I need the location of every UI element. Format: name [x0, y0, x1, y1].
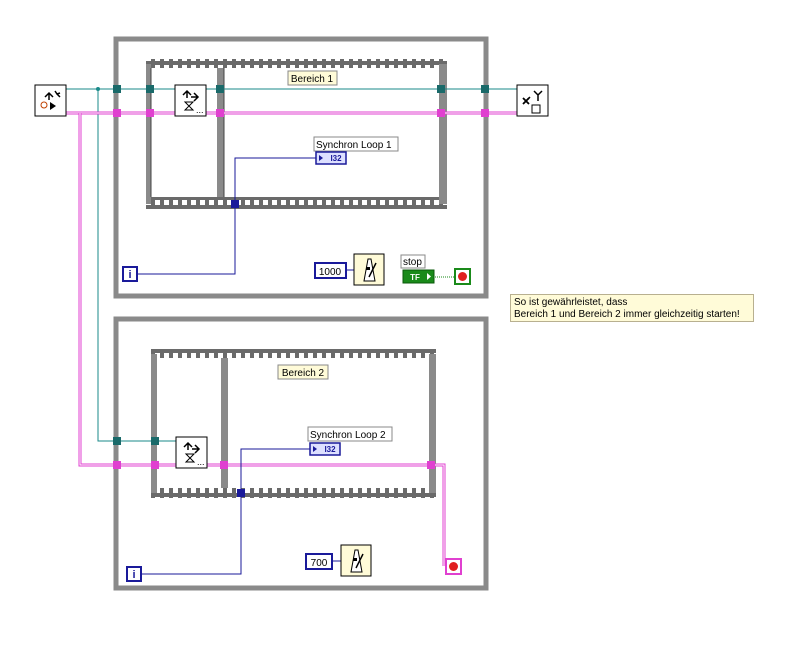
indicator-label: Synchron Loop 1	[316, 140, 392, 151]
stop-type: TF	[410, 273, 420, 282]
frame-label-text: Bereich 1	[291, 74, 334, 85]
iteration-terminal-1: i	[122, 266, 138, 282]
tunnels	[113, 85, 489, 497]
constant-value: 700	[311, 558, 328, 569]
indicator-synchron-loop-1[interactable]: Synchron Loop 1 I32	[313, 136, 399, 165]
wait-at-rendezvous-icon[interactable]: ...	[175, 436, 208, 469]
destroy-rendezvous-icon[interactable]	[516, 84, 549, 117]
indicator-synchron-loop-2[interactable]: Synchron Loop 2 I32	[307, 426, 393, 456]
iteration-terminal-2: i	[126, 566, 142, 582]
indicator-type: I32	[324, 445, 336, 454]
stop-label: stop	[403, 257, 422, 268]
error-terminal-icon[interactable]	[445, 558, 462, 575]
stop-control[interactable]: stop TF	[400, 254, 435, 284]
comment-note: So ist gewährleistet, dass Bereich 1 und…	[510, 294, 754, 322]
wait-constant-1[interactable]: 1000	[314, 262, 347, 279]
frame-label-bereich-2: Bereich 2	[277, 364, 329, 380]
iteration-terminal-text: i	[132, 569, 135, 581]
svg-text:...: ...	[196, 105, 204, 115]
while-loop-2[interactable]	[113, 316, 489, 591]
metronome-icon[interactable]	[353, 253, 385, 286]
wire-junction	[96, 87, 100, 91]
constant-value: 1000	[319, 267, 342, 278]
metronome-icon[interactable]	[340, 544, 372, 577]
wait-at-rendezvous-icon[interactable]: ...	[174, 84, 207, 117]
comment-line-1: So ist gewährleistet, dass	[514, 297, 628, 308]
frame-label-bereich-1: Bereich 1	[287, 70, 338, 86]
frame-label-text: Bereich 2	[282, 368, 325, 379]
stop-terminal-icon[interactable]	[454, 268, 471, 285]
while-loop-1[interactable]	[113, 36, 489, 299]
comment-line-2: Bereich 1 und Bereich 2 immer gleichzeit…	[514, 309, 740, 320]
integer-wires[interactable]	[137, 157, 316, 575]
obtain-rendezvous-icon[interactable]	[34, 84, 67, 117]
svg-text:...: ...	[197, 457, 205, 467]
iteration-terminal-text: i	[128, 269, 131, 281]
indicator-label: Synchron Loop 2	[310, 430, 386, 441]
indicator-type: I32	[330, 154, 342, 163]
wait-constant-2[interactable]: 700	[305, 553, 333, 570]
